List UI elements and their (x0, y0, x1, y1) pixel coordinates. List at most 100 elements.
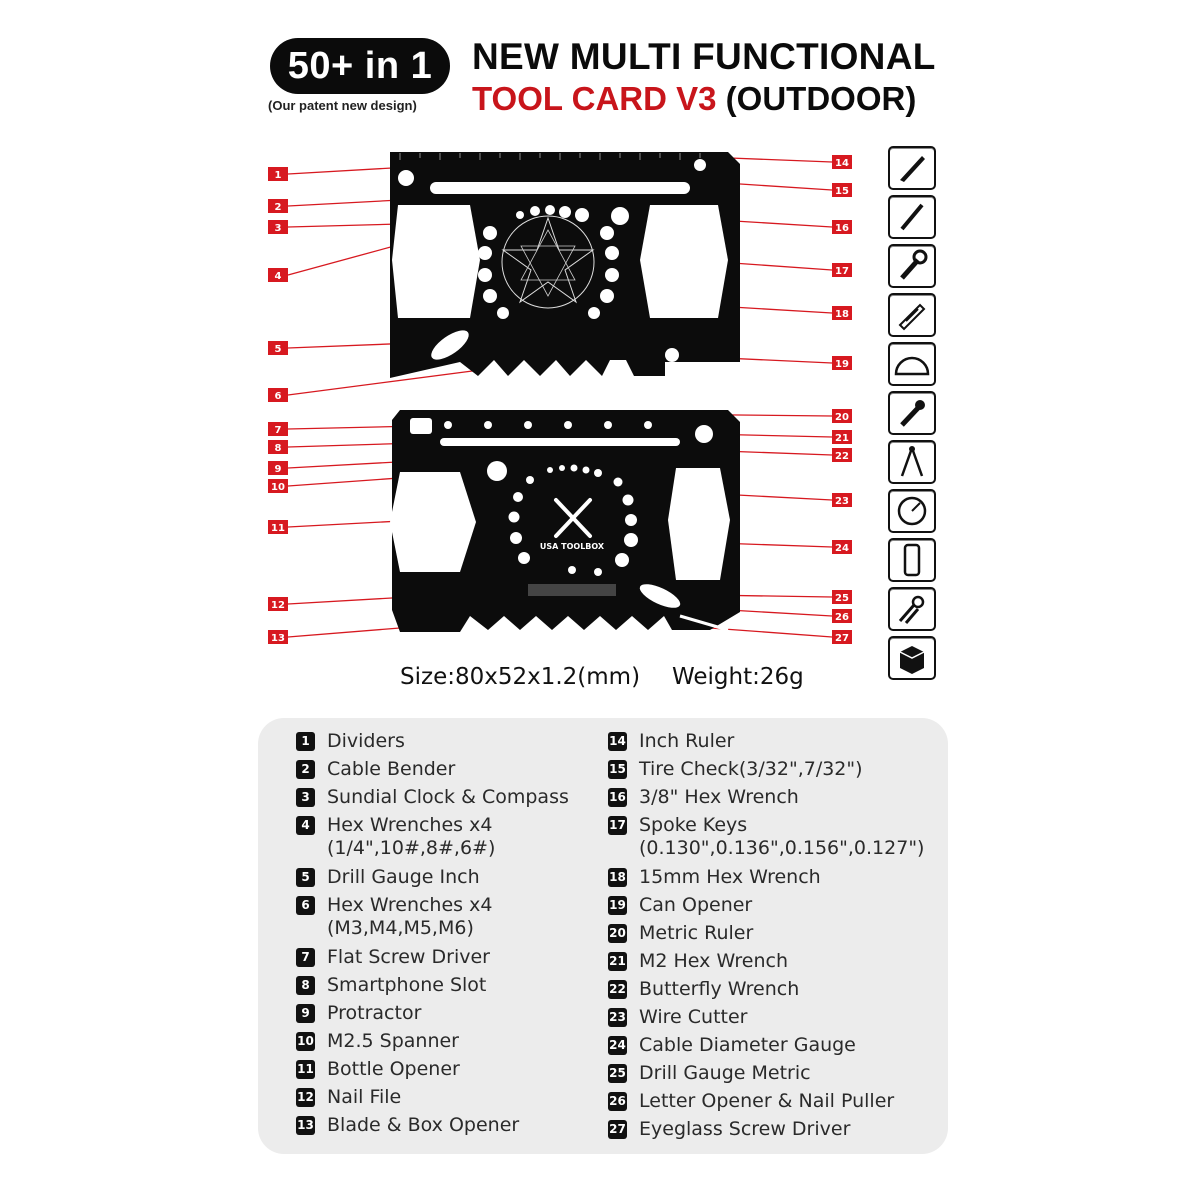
feature-number-badge: 13 (296, 1116, 315, 1135)
callout-label-number: 2 (275, 202, 282, 213)
protractor-icon (888, 342, 936, 386)
feature-number-badge: 25 (608, 1064, 627, 1083)
callout-label-box (268, 479, 288, 493)
feature-text: Protractor (327, 1002, 421, 1024)
callout-label-box (268, 630, 288, 644)
weight-spec: Weight:26g (672, 664, 804, 690)
callout-line (287, 244, 399, 276)
feature-label: Tire Check(3/32",7/32") (639, 758, 863, 780)
feature-number-badge: 18 (608, 868, 627, 887)
callout-label-box (832, 590, 852, 604)
feature-text: Hex Wrenches x4(M3,M4,M5,M6) (327, 894, 492, 940)
patent-note: (Our patent new design) (268, 98, 417, 113)
count-badge: 50+ in 1 (270, 38, 450, 94)
feature-text: Drill Gauge Metric (639, 1062, 811, 1084)
callout-label-box (832, 263, 852, 277)
feature-number-badge: 9 (296, 1004, 315, 1023)
feature-number-badge: 20 (608, 924, 627, 943)
callout-line (709, 627, 833, 638)
feature-item: 13 Blade & Box Opener (296, 1114, 569, 1136)
feature-text: Letter Opener & Nail Puller (639, 1090, 894, 1112)
callout-label-number: 4 (275, 271, 282, 282)
feature-text: Can Opener (639, 894, 752, 916)
feature-text: Dividers (327, 730, 405, 752)
title-edition: (OUTDOOR) (725, 80, 917, 117)
feature-sublabel: (M3,M4,M5,M6) (327, 917, 474, 939)
feature-number-badge: 4 (296, 816, 315, 835)
feature-label: Eyeglass Screw Driver (639, 1118, 851, 1140)
feature-item: 5 Drill Gauge Inch (296, 866, 569, 888)
feature-label: 3/8" Hex Wrench (639, 786, 799, 808)
feature-number-badge: 19 (608, 896, 627, 915)
callout-label-box (832, 430, 852, 444)
callout-label-number: 17 (835, 266, 849, 277)
feature-text: Flat Screw Driver (327, 946, 490, 968)
feature-item: 2 Cable Bender (296, 758, 569, 780)
callout-label-number: 12 (271, 600, 285, 611)
callout-label-box (832, 609, 852, 623)
feature-label: Spoke Keys (639, 814, 748, 836)
card-brand-text: USA TOOLBOX (540, 542, 605, 551)
feature-label: Flat Screw Driver (327, 946, 490, 968)
feature-text: Blade & Box Opener (327, 1114, 519, 1136)
callout-label-box (268, 220, 288, 234)
feature-text: Inch Ruler (639, 730, 734, 752)
feature-label: Dividers (327, 730, 405, 752)
callout-label-number: 11 (271, 523, 285, 534)
feature-label: Hex Wrenches x4 (327, 814, 493, 836)
callout-label-box (832, 448, 852, 462)
callout-label-box (832, 540, 852, 554)
callout-label-number: 5 (275, 344, 282, 355)
feature-label: Cable Bender (327, 758, 456, 780)
feature-number-badge: 11 (296, 1060, 315, 1079)
feature-text: Drill Gauge Inch (327, 866, 480, 888)
callout-label-number: 25 (835, 593, 849, 604)
callout-label-box (268, 268, 288, 282)
title-line-1: NEW MULTI FUNCTIONAL (472, 36, 936, 77)
callout-label-number: 16 (835, 223, 849, 234)
feature-text: Nail File (327, 1086, 401, 1108)
feature-number-badge: 27 (608, 1120, 627, 1139)
callout-label-box (832, 356, 852, 370)
tool-icon-column (888, 146, 936, 685)
callout-label-box (268, 388, 288, 402)
feature-text: Smartphone Slot (327, 974, 486, 996)
feature-number-badge: 5 (296, 868, 315, 887)
feature-number-badge: 12 (296, 1088, 315, 1107)
feature-text: M2 Hex Wrench (639, 950, 788, 972)
feature-number-badge: 26 (608, 1092, 627, 1111)
feature-number-badge: 2 (296, 760, 315, 779)
knife-icon (888, 146, 936, 190)
callout-label-number: 14 (835, 158, 849, 169)
callout-line (724, 182, 833, 191)
saw-icon (888, 293, 936, 337)
feature-item: 9 Protractor (296, 1002, 569, 1024)
callout-label-number: 6 (275, 391, 282, 402)
feature-item: 25 Drill Gauge Metric (608, 1062, 924, 1084)
feature-label: Hex Wrenches x4 (327, 894, 493, 916)
callout-label-number: 24 (835, 543, 849, 554)
feature-text: Cable Diameter Gauge (639, 1034, 856, 1056)
feature-number-badge: 17 (608, 816, 627, 835)
callout-label-number: 10 (271, 482, 285, 493)
feature-label: Metric Ruler (639, 922, 754, 944)
phone-icon (888, 538, 936, 582)
callout-label-number: 19 (835, 359, 849, 370)
feature-label: Blade & Box Opener (327, 1114, 520, 1136)
feature-label: 15mm Hex Wrench (639, 866, 821, 888)
feature-label: Sundial Clock & Compass (327, 786, 569, 808)
callout-label-number: 15 (835, 186, 849, 197)
callout-label-number: 21 (835, 433, 849, 444)
feature-label: Smartphone Slot (327, 974, 487, 996)
box-icon (888, 636, 936, 680)
feature-label: Wire Cutter (639, 1006, 748, 1028)
